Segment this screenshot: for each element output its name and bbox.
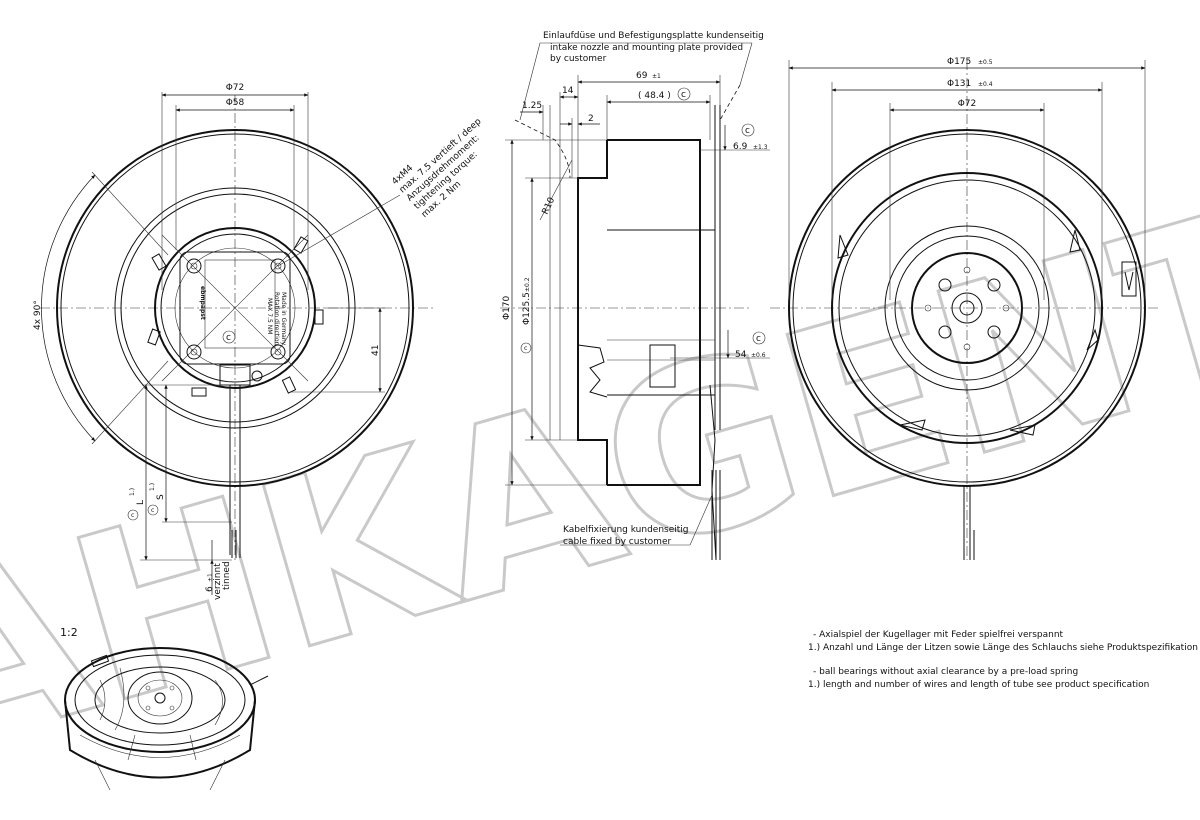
motor-label-line-3: MAX 7.5 NM <box>266 298 273 334</box>
front-dim-l: L <box>136 500 146 505</box>
front-c-mark-s: c <box>151 507 154 514</box>
front-dim-6-tol: ±1 <box>207 573 214 582</box>
side-callout-top-3: by customer <box>550 54 607 64</box>
side-dim-2: 2 <box>588 114 594 124</box>
back-dim-phi175: Φ175 <box>947 57 971 67</box>
side-c-mark-69: c <box>745 126 750 136</box>
front-tinned-de: verzinnt <box>213 563 223 600</box>
front-c-mark-l: c <box>131 512 134 519</box>
side-c-mark-54: c <box>756 334 761 344</box>
side-dim-69-tol: ±1 <box>652 73 661 80</box>
side-dim-phi125: Φ125.5 <box>522 292 532 325</box>
back-dim-phi175-tol: ±0.5 <box>978 59 993 66</box>
notes: - Axialspiel der Kugellager mit Feder sp… <box>808 630 1198 690</box>
note-en-1: - ball bearings without axial clearance … <box>813 667 1078 677</box>
note-de-2: 1.) Anzahl und Länge der Litzen sowie Lä… <box>808 643 1198 653</box>
side-dim-54: 54 <box>735 350 747 360</box>
side-dim-69: 69 <box>636 71 648 81</box>
back-dim-phi72: Φ72 <box>958 99 977 109</box>
side-dim-phi125-tol: ±0.2 <box>524 277 531 292</box>
side-callout-bottom-2: cable fixed by customer <box>563 537 671 547</box>
watermark: AHKAGENT <box>0 158 1200 807</box>
side-dim-6-9: 6.9 <box>733 142 748 152</box>
note-en-2: 1.) length and number of wires and lengt… <box>808 680 1149 690</box>
back-dim-phi131-tol: ±0.4 <box>978 81 993 88</box>
front-tinned-en: tinned <box>222 561 232 590</box>
side-callout-top-1: Einlaufdüse und Befestigungsplatte kunde… <box>543 31 764 41</box>
side-c-mark-125: c <box>524 345 527 352</box>
front-dim-41: 41 <box>371 345 381 356</box>
side-dim-phi170: Φ170 <box>502 295 512 320</box>
c-mark-front: c <box>226 333 231 343</box>
front-dim-phi72: Φ72 <box>226 83 245 93</box>
side-dim-48-4: ( 48.4 ) <box>638 91 671 101</box>
side-callout-bottom-1: Kabelfixierung kundenseitig <box>563 525 689 535</box>
note-de-1: - Axialspiel der Kugellager mit Feder sp… <box>813 630 1064 640</box>
motor-label-line-1: Made in Germany <box>280 292 287 346</box>
front-dim-s: S <box>156 494 166 500</box>
isometric-view: 1:2 <box>60 626 269 791</box>
side-c-mark-48: c <box>681 90 686 100</box>
motor-label-brand: ebmpapst <box>199 286 206 320</box>
front-dim-6: 6 <box>205 586 215 592</box>
front-note-mark-s: 1.) <box>149 483 156 491</box>
scale-label: 1:2 <box>60 626 78 639</box>
side-callout-top-2: intake nozzle and mounting plate provide… <box>550 43 743 53</box>
side-dim-54-tol: ±0.6 <box>751 352 766 359</box>
side-dim-6-9-tol: ±1.3 <box>753 144 768 151</box>
back-view: Φ175 ±0.5 Φ131 ±0.4 Φ72 <box>770 57 1160 560</box>
side-dim-r10: R10 <box>541 196 558 217</box>
motor-label-line-2: Rotation direction <box>273 292 280 345</box>
front-dim-4x90: 4x 90° <box>33 300 43 330</box>
front-note-mark-l: 1.) <box>129 488 136 496</box>
side-dim-14: 14 <box>562 86 574 96</box>
side-dim-1-25: 1.25 <box>522 101 542 111</box>
back-dim-phi131: Φ131 <box>947 79 971 89</box>
front-dim-phi58: Φ58 <box>226 98 245 108</box>
